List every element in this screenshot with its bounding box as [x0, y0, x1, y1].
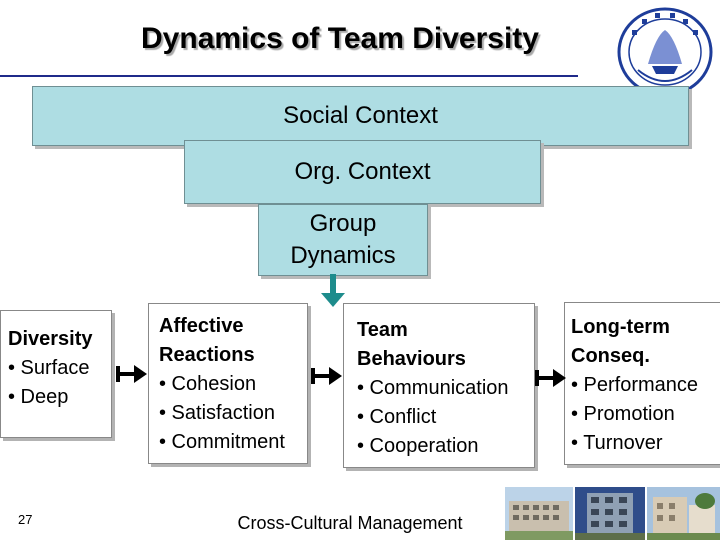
- campus-building-photo: [505, 487, 573, 540]
- title-underline: [0, 75, 578, 77]
- campus-building-photo: [647, 487, 720, 540]
- right-arrow-icon: [116, 365, 147, 383]
- longterm-item: • Turnover: [571, 432, 663, 454]
- group-dynamics-label-line2: Dynamics: [290, 242, 396, 269]
- right-arrow-icon: [535, 369, 566, 387]
- behaviours-heading-line2: Behaviours: [357, 348, 466, 370]
- behaviours-heading-line1: Team: [357, 319, 408, 341]
- down-arrow-icon: [321, 274, 345, 307]
- affective-item: • Satisfaction: [159, 402, 275, 424]
- diversity-heading: Diversity: [8, 328, 93, 350]
- affective-heading-line1: Affective: [159, 315, 244, 337]
- org-context-label: Org. Context: [294, 158, 431, 185]
- longterm-heading-line1: Long-term: [571, 316, 670, 338]
- slide-title: Dynamics of Team Diversity: [141, 22, 539, 55]
- university-seal-icon: [617, 7, 713, 97]
- diversity-item: • Deep: [8, 386, 69, 408]
- longterm-heading-line2: Conseq.: [571, 345, 650, 367]
- affective-reactions-box: Affective Reactions • Cohesion • Satisfa…: [148, 303, 308, 464]
- diversity-box: Diversity • Surface • Deep: [0, 310, 112, 438]
- behaviours-item: • Conflict: [357, 406, 437, 428]
- social-context-box: Social Context: [32, 86, 689, 146]
- page-number: 27: [18, 512, 33, 527]
- long-term-consequences-box: Long-term Conseq. • Performance • Promot…: [564, 302, 720, 465]
- group-dynamics-box: Group Dynamics: [258, 204, 428, 276]
- right-arrow-icon: [311, 367, 342, 385]
- affective-heading-line2: Reactions: [159, 344, 255, 366]
- org-context-box: Org. Context: [184, 140, 541, 204]
- footer-text: Cross-Cultural Management: [237, 513, 463, 533]
- longterm-item: • Performance: [571, 374, 699, 396]
- campus-building-photo: [575, 487, 645, 540]
- diversity-item: • Surface: [8, 357, 90, 379]
- affective-item: • Cohesion: [159, 373, 257, 395]
- behaviours-item: • Cooperation: [357, 435, 479, 457]
- behaviours-item: • Communication: [357, 377, 509, 399]
- group-dynamics-label-line1: Group: [309, 210, 377, 237]
- longterm-item: • Promotion: [571, 403, 675, 425]
- affective-item: • Commitment: [159, 431, 285, 453]
- social-context-label: Social Context: [283, 102, 438, 129]
- team-behaviours-box: Team Behaviours • Communication • Confli…: [343, 303, 535, 468]
